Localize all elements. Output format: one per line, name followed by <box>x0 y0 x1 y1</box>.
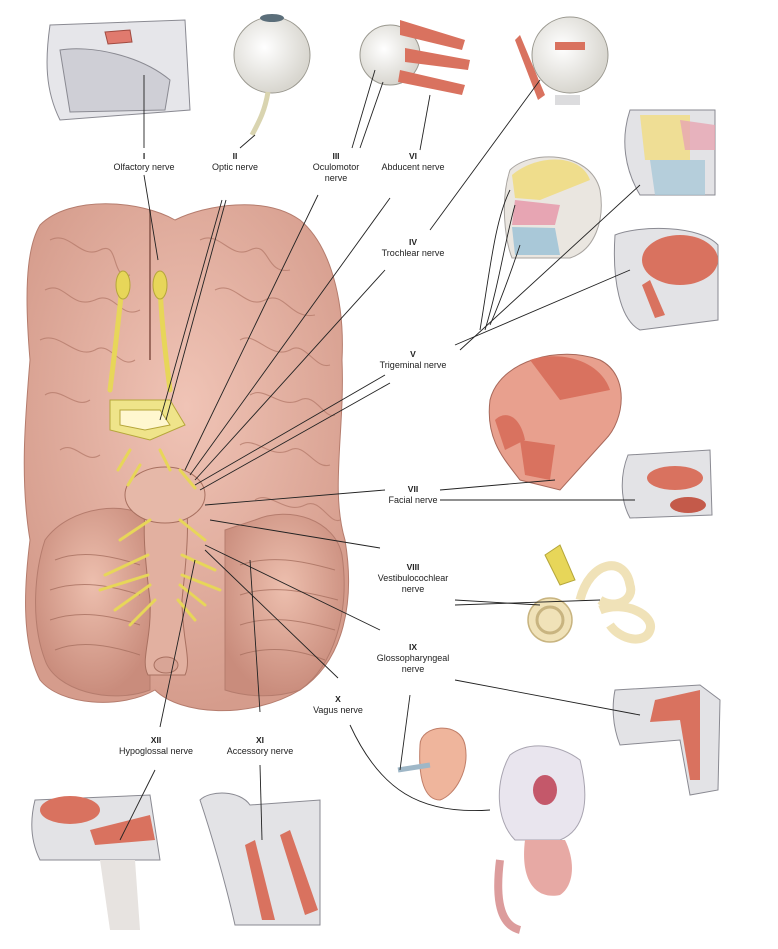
label-trochlear-nerve: IV Trochlear nerve <box>382 237 445 259</box>
label-abducent-nerve: VI Abducent nerve <box>381 151 444 173</box>
nerve-numeral: X <box>335 694 341 704</box>
thoracic-abdominal-organs <box>494 745 586 934</box>
label-optic-nerve: II Optic nerve <box>212 151 258 173</box>
salivary-glands-illustration <box>621 449 713 519</box>
facial-muscles-head <box>488 353 622 491</box>
nerve-name-line2: nerve <box>324 173 348 183</box>
nasal-cavity-illustration <box>46 19 191 121</box>
nerve-name: Glossopharyngeal <box>376 653 450 663</box>
nerve-name: Optic nerve <box>211 162 259 172</box>
neck-accessory-illustration <box>199 792 321 926</box>
nerve-name: Hypoglossal nerve <box>118 746 194 756</box>
trigeminal-dermatome-head <box>503 156 602 259</box>
nerve-name: Facial nerve <box>388 495 438 505</box>
label-oculomotor-nerve: III Oculomotor nerve <box>313 151 360 184</box>
nerve-name: Abducent nerve <box>381 162 445 172</box>
nerve-numeral: V <box>410 349 416 359</box>
label-glossopharyngeal-nerve: IX Glossopharyngeal nerve <box>377 642 450 675</box>
nerve-numeral: II <box>232 151 238 161</box>
tongue-hypoglossal-illustration <box>31 794 161 930</box>
nerve-numeral: VIII <box>406 562 420 572</box>
label-hypoglossal-nerve: XII Hypoglossal nerve <box>119 735 193 757</box>
external-ear-illustration <box>397 727 467 801</box>
nerve-name: Vestibulocochlear <box>377 573 449 583</box>
nerve-numeral: XI <box>255 735 265 745</box>
nerve-name: Vagus nerve <box>313 705 363 715</box>
nerve-numeral: I <box>142 151 146 161</box>
brain-inferior-view <box>23 203 350 712</box>
label-accessory-nerve: XI Accessory nerve <box>227 735 294 757</box>
nerve-name-line2: nerve <box>401 584 425 594</box>
skull-temporalis-illustration <box>613 228 719 331</box>
nerve-numeral: III <box>332 151 340 161</box>
nerve-name-line2: nerve <box>401 664 425 674</box>
nerve-name: Oculomotor <box>312 162 360 172</box>
extraocular-muscles-illustration <box>359 20 470 95</box>
nerve-name: Trigeminal nerve <box>379 360 447 370</box>
nerve-numeral: VI <box>408 151 418 161</box>
nerve-name: Accessory nerve <box>226 746 294 756</box>
label-trigeminal-nerve: V Trigeminal nerve <box>380 349 447 371</box>
superior-oblique-illustration <box>515 16 609 105</box>
label-vestibulocochlear-nerve: VIII Vestibulocochlear nerve <box>378 562 449 595</box>
nerve-name: Olfactory nerve <box>113 162 175 172</box>
nerve-numeral: VII <box>407 484 419 494</box>
skull-sagittal-illustration <box>624 109 716 196</box>
inner-ear-illustration <box>527 544 655 644</box>
nerve-numeral: IX <box>408 642 418 652</box>
label-facial-nerve: VII Facial nerve <box>388 484 437 506</box>
nerve-numeral: XII <box>150 735 162 745</box>
nerve-name: Trochlear nerve <box>381 248 445 258</box>
eyeball-optic-illustration <box>233 14 311 137</box>
nerve-numeral: IV <box>408 237 418 247</box>
leader-lines <box>119 69 641 841</box>
label-olfactory-nerve: I Olfactory nerve <box>113 151 174 173</box>
label-vagus-nerve: X Vagus nerve <box>313 694 363 716</box>
pharynx-tongue-illustration <box>612 684 721 796</box>
